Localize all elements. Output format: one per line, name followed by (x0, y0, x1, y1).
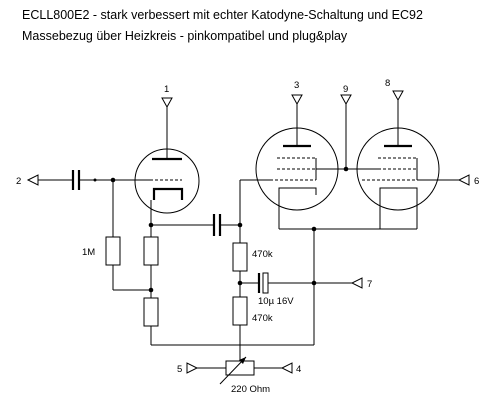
resistor-1m (105, 236, 121, 266)
interstage-capacitor (212, 214, 222, 236)
pin-7-terminal (350, 277, 363, 289)
resistor-lower-left (143, 297, 159, 327)
pin-6-label: 6 (474, 176, 479, 187)
title-line-2: Massebezug über Heizkreis - pinkompatibe… (22, 29, 348, 43)
pin-3-terminal (291, 94, 303, 106)
title-line-1: ECLL800E2 - stark verbessert mit echter … (22, 8, 423, 22)
resistor-470k-lower (232, 296, 248, 326)
resistor-470k-lower-label: 470k (252, 313, 273, 324)
pin-8-label: 8 (385, 78, 390, 89)
pin-3-label: 3 (294, 80, 299, 91)
pin-5-label: 5 (177, 364, 182, 375)
pin-9-terminal (340, 94, 352, 106)
pin-1-label: 1 (164, 84, 169, 95)
resistor-470k-upper-label: 470k (252, 249, 273, 260)
pin-7-label: 7 (367, 279, 372, 290)
resistor-1m-label: 1M (82, 247, 95, 258)
input-coupling-capacitor (71, 170, 81, 190)
resistor-470k-upper (232, 242, 248, 272)
pin-8-terminal (392, 90, 404, 102)
pin-2-terminal (26, 174, 39, 186)
pin-5-terminal (186, 362, 199, 374)
pin-1-terminal (161, 97, 173, 109)
potentiometer-220-ohm (219, 356, 255, 385)
resistor-cathode-left (143, 236, 159, 266)
potentiometer-label: 220 Ohm (231, 384, 270, 395)
pin-4-terminal (280, 362, 293, 374)
pin-9-label: 9 (343, 84, 348, 95)
electrolytic-capacitor-label: 10µ 16V (258, 296, 294, 307)
electrolytic-capacitor (257, 272, 269, 294)
pin-4-label: 4 (296, 364, 301, 375)
pin-6-terminal (457, 174, 470, 186)
pin-2-label: 2 (16, 176, 21, 187)
